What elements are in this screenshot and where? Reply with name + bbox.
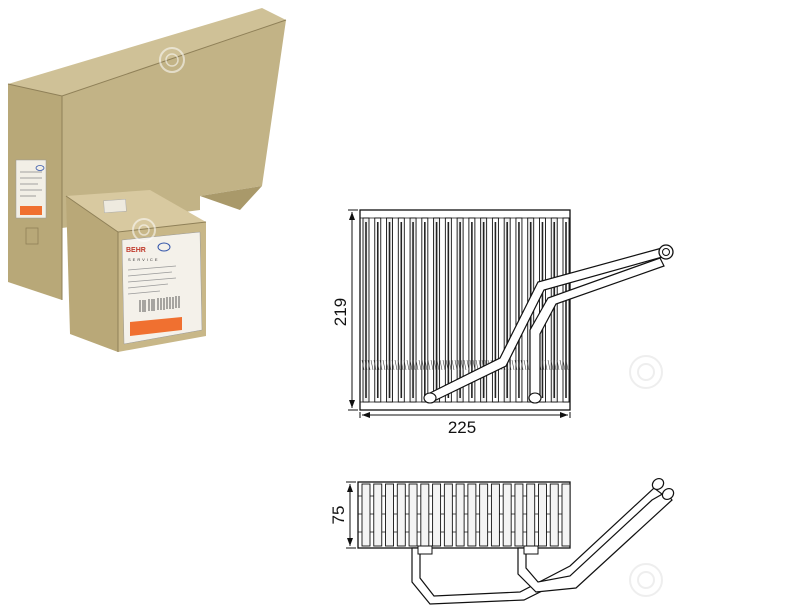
fin-hatch — [379, 359, 383, 371]
fin-hatch — [436, 359, 440, 371]
tube-top — [561, 483, 571, 547]
fin-hatch — [544, 359, 548, 371]
depth-dimension-line — [346, 481, 356, 549]
fin-hatch — [517, 359, 521, 371]
fin-hatch — [421, 359, 425, 371]
fin-hatch — [430, 359, 434, 371]
front-view-drawing — [348, 209, 674, 418]
fin-hatch — [361, 359, 365, 371]
fin-hatch — [391, 359, 395, 371]
fin-hatch — [376, 359, 380, 371]
height-dimension-label: 219 — [331, 298, 350, 326]
tube-top — [385, 483, 394, 547]
small-box: BEHR SERVICE — [65, 190, 207, 352]
tube-top — [455, 483, 465, 547]
tube-top — [396, 483, 406, 547]
fin-hatch — [403, 359, 407, 371]
tube-top — [538, 483, 547, 547]
fin-hatch — [562, 359, 566, 371]
tube-top — [443, 483, 453, 547]
tube-top — [432, 483, 442, 547]
watermark-logo — [132, 218, 156, 242]
fin-hatch — [541, 359, 545, 371]
fin-hatch — [424, 359, 428, 371]
fin-hatch — [460, 359, 464, 371]
tube-top — [526, 483, 536, 547]
fin-hatch — [409, 359, 413, 371]
fin-hatch — [427, 359, 431, 371]
fin-hatch — [553, 359, 557, 371]
product-label: BEHR SERVICE — [121, 231, 203, 345]
fin-hatch — [439, 359, 443, 371]
brand-logo-text: BEHR — [126, 247, 146, 254]
fin-hatch — [412, 359, 416, 371]
fin-hatch — [520, 359, 524, 371]
fin-hatch — [565, 359, 569, 371]
service-text: SERVICE — [128, 257, 160, 262]
width-dimension-label: 225 — [448, 418, 476, 437]
large-box — [7, 8, 287, 300]
fin-hatch — [394, 359, 398, 371]
fin-hatch — [508, 359, 512, 371]
fin-hatch — [442, 359, 446, 371]
fin-hatch — [397, 359, 401, 371]
fin-hatch — [511, 359, 515, 371]
fin-hatch — [406, 359, 410, 371]
fin-hatch — [454, 359, 458, 371]
tube-top — [479, 483, 489, 547]
refrigerant-pipe-top — [411, 477, 675, 605]
tube-top — [361, 483, 371, 547]
tube-top — [514, 483, 524, 547]
fin-hatch — [448, 359, 452, 371]
packaging-photo: BEHR SERVICE — [7, 8, 287, 352]
fin-hatch — [451, 359, 455, 371]
fin-hatch — [466, 359, 470, 371]
fin-hatch — [550, 359, 554, 371]
fin-hatch — [445, 359, 449, 371]
tube-top — [420, 483, 430, 547]
tube-top — [502, 483, 512, 547]
fin-hatch — [475, 359, 479, 371]
fin-hatch — [385, 359, 389, 371]
tube-top — [549, 483, 559, 547]
fin-hatch — [382, 359, 386, 371]
fin-hatch — [472, 359, 476, 371]
barcode — [139, 296, 180, 312]
depth-dimension-label: 75 — [329, 506, 348, 525]
fin-hatch — [559, 359, 563, 371]
fin-hatch — [514, 359, 518, 371]
fin-hatch — [370, 359, 374, 371]
refrigerant-pipe-main — [423, 244, 674, 404]
fin-hatch — [418, 359, 422, 371]
fin-hatch — [463, 359, 467, 371]
height-dimension-line — [348, 209, 358, 411]
width-dimension-line — [359, 412, 571, 418]
watermark-logo — [629, 355, 663, 597]
fin-hatch — [364, 359, 368, 371]
fin-hatch — [373, 359, 377, 371]
fin-hatch — [547, 359, 551, 371]
fin-hatch — [526, 359, 530, 371]
fin-hatch — [523, 359, 527, 371]
fin-hatch — [400, 359, 404, 371]
watermark-logo — [159, 47, 185, 73]
fin-hatch — [469, 359, 473, 371]
evaporator-core-outline — [359, 209, 571, 411]
fin-hatch — [388, 359, 392, 371]
tube-top — [408, 483, 418, 547]
fin-hatch — [433, 359, 437, 371]
tube-top — [490, 483, 500, 547]
fin-hatch — [415, 359, 419, 371]
fin-hatch — [556, 359, 560, 371]
tube-top — [373, 483, 383, 547]
evaporator-tubes-top — [361, 483, 571, 547]
top-view-drawing — [346, 477, 675, 605]
tube-top — [467, 483, 477, 547]
fin-hatch — [457, 359, 461, 371]
fin-hatch — [367, 359, 371, 371]
